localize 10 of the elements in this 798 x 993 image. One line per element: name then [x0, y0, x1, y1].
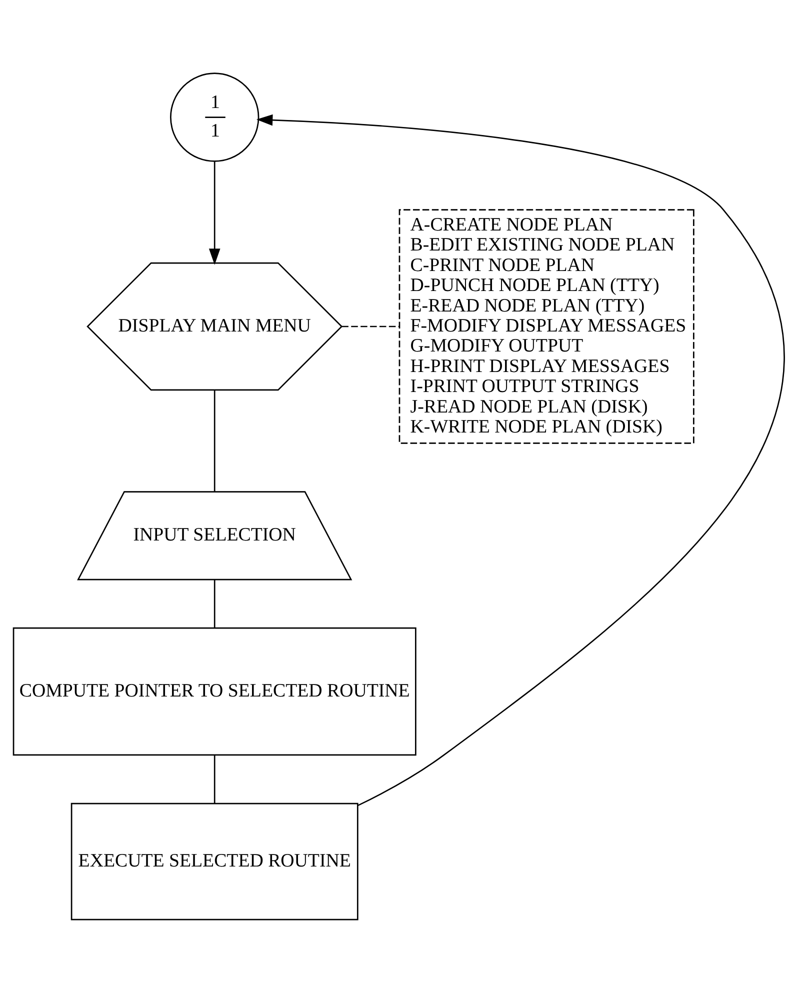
connector: [214, 390, 216, 492]
connector: [342, 326, 400, 328]
connector: [214, 580, 216, 628]
connector: [214, 755, 216, 804]
node-box: A-CREATE NODE PLAN B-EDIT EXISTING NODE PLAN C-PRINT NODE PLAN D-PUNCH NODE PLAN (TTY) E-READ NODE PLAN (TTY) F-MODIFY DISPLAY MESSAGES G-MODIFY OUTPUT H-PRINT DISPLAY MESSAGES I-PRINT OUTPUT STRINGS J-READ NODE PLAN (DISK) K-WRITE NODE PLAN (DISK): [398, 209, 694, 444]
arrow: [256, 114, 784, 806]
node-box: COMPUTE POINTER TO SELECTED ROUTINE: [12, 627, 416, 756]
arrow: [208, 161, 220, 265]
node-circle: 1 1: [170, 72, 260, 162]
node-box: EXECUTE SELECTED ROUTINE: [70, 802, 358, 920]
